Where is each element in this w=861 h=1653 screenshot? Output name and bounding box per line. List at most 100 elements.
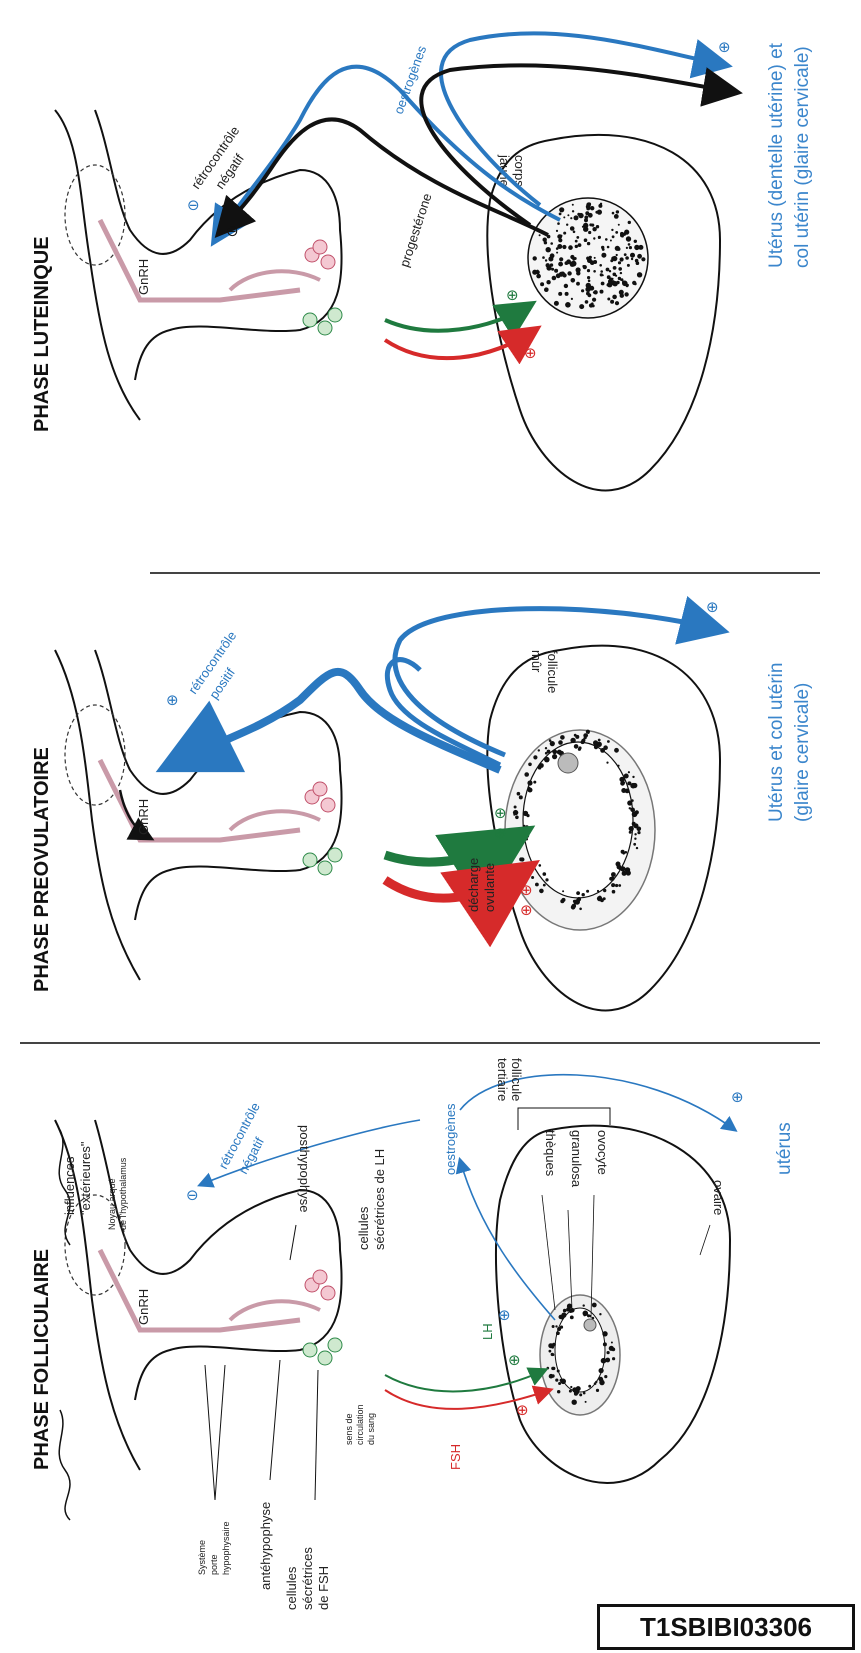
stipple-dot — [574, 215, 579, 220]
stipple-dot — [615, 301, 619, 305]
plus-red: ⊕ — [516, 1401, 529, 1419]
stipple-dot — [612, 235, 615, 238]
stipple-dot — [519, 795, 523, 799]
stipple-dot — [570, 226, 575, 231]
stipple-dot — [576, 271, 580, 275]
stipple-dot — [624, 774, 629, 779]
plus-red: ⊕ — [524, 344, 537, 362]
stipple-dot — [562, 898, 566, 902]
stipple-dot — [569, 1390, 572, 1393]
stipple-dot — [517, 792, 521, 796]
stipple-dot — [528, 763, 532, 767]
stipple-dot — [552, 749, 557, 754]
stipple-dot — [528, 788, 533, 793]
plus-green: ⊕ — [506, 286, 519, 304]
stipple-dot — [637, 831, 640, 834]
stipple-dot — [565, 261, 569, 265]
stipple-dot — [605, 238, 608, 241]
stipple-dot — [572, 1387, 577, 1392]
sens-line3: du sang — [366, 1413, 376, 1445]
stipple-dot — [634, 240, 637, 243]
title-follicular: PHASE FOLLICULAIRE — [31, 1249, 53, 1470]
stipple-dot — [563, 273, 567, 277]
stipple-dot — [610, 240, 612, 242]
stipple-dot — [618, 224, 620, 226]
stipple-dot — [567, 271, 571, 275]
stipple-dot — [571, 261, 577, 267]
stipple-dot — [542, 256, 545, 259]
stipple-dot — [551, 1367, 554, 1370]
stipple-dot — [575, 240, 578, 243]
minus-blue: ⊖ — [186, 1186, 199, 1204]
stipple-dot — [632, 776, 634, 778]
plus-green-2: ⊕ — [494, 824, 507, 842]
stipple-dot — [618, 267, 622, 271]
stipple-dot — [603, 1342, 607, 1346]
granulosa-label: granulosa — [569, 1130, 584, 1188]
stipple-dot — [599, 1368, 604, 1373]
capillaries — [230, 811, 320, 830]
fsh-cells — [303, 848, 342, 875]
stipple-dot — [536, 270, 538, 272]
stipple-dot — [514, 806, 517, 809]
stipple-dot — [552, 276, 557, 281]
stipple-dot — [634, 283, 637, 286]
stipple-dot — [557, 222, 560, 225]
stipple-dot — [550, 741, 555, 746]
stipple-dot — [598, 896, 601, 899]
cellules-lh-line2: sécrétrices de LH — [372, 1149, 387, 1250]
stipple-dot — [570, 217, 572, 219]
follicule-tertiaire-line1: follicule — [509, 1058, 524, 1101]
stipple-dot — [560, 735, 565, 740]
stipple-dot — [634, 838, 636, 840]
posthypophyse-label: posthypophyse — [297, 1125, 312, 1212]
influences-line2: "extérieures" — [78, 1141, 93, 1215]
stipple-dot — [601, 282, 605, 286]
portal-vessels — [100, 1250, 300, 1330]
stipple-dot — [600, 273, 603, 276]
fsh-cells — [303, 308, 342, 335]
stipple-dot — [576, 891, 580, 895]
stipple-dot — [590, 206, 594, 210]
stipple-dot — [615, 246, 620, 251]
stipple-dot — [531, 876, 534, 879]
stipple-dot — [557, 1370, 560, 1373]
stipple-dot — [552, 754, 557, 759]
target-line2: (glaire cervicale) — [792, 683, 813, 822]
stipple-dot — [575, 245, 578, 248]
stipple-dot — [536, 274, 541, 279]
stipple-dot — [557, 244, 562, 249]
stipple-dot — [639, 246, 642, 249]
stipple-dot — [574, 744, 579, 749]
lh-cells — [305, 1270, 335, 1300]
cellules-lh-line1: cellules — [356, 1206, 371, 1250]
stipple-dot — [570, 1386, 572, 1388]
stipple-dot — [546, 247, 551, 252]
stipple-dot — [609, 877, 613, 881]
plus-blue-uterus: ⊕ — [718, 38, 731, 56]
stipple-dot — [513, 814, 515, 816]
stipple-dot — [576, 236, 579, 239]
stipple-dot — [637, 254, 642, 259]
stipple-dot — [624, 230, 629, 235]
stipple-dot — [594, 745, 598, 749]
plus-red-1: ⊕ — [520, 881, 533, 899]
stipple-dot — [550, 263, 553, 266]
fsh-cells — [303, 1338, 342, 1365]
stipple-dot — [572, 210, 574, 212]
stipple-dot — [626, 284, 629, 287]
stipple-dot — [558, 262, 563, 267]
stipple-dot — [525, 834, 529, 838]
panel-follicular: PHASE FOLLICULAIRE influences "extérieur… — [31, 1058, 795, 1610]
stipple-dot — [572, 258, 574, 260]
stipple-dot — [622, 871, 627, 876]
stipple-dot — [570, 1316, 574, 1320]
stipple-dot — [636, 847, 638, 849]
stipple-dot — [565, 302, 571, 308]
stipple-dot — [607, 284, 610, 287]
stipple-dot — [627, 264, 630, 267]
stipple-dot — [554, 269, 558, 273]
stipple-dot — [552, 1343, 556, 1347]
panel-luteal: PHASE LUTEINIQUE GnRH corps jaune ⊕ ⊕ — [31, 33, 813, 490]
lh-arrow — [385, 1370, 545, 1391]
